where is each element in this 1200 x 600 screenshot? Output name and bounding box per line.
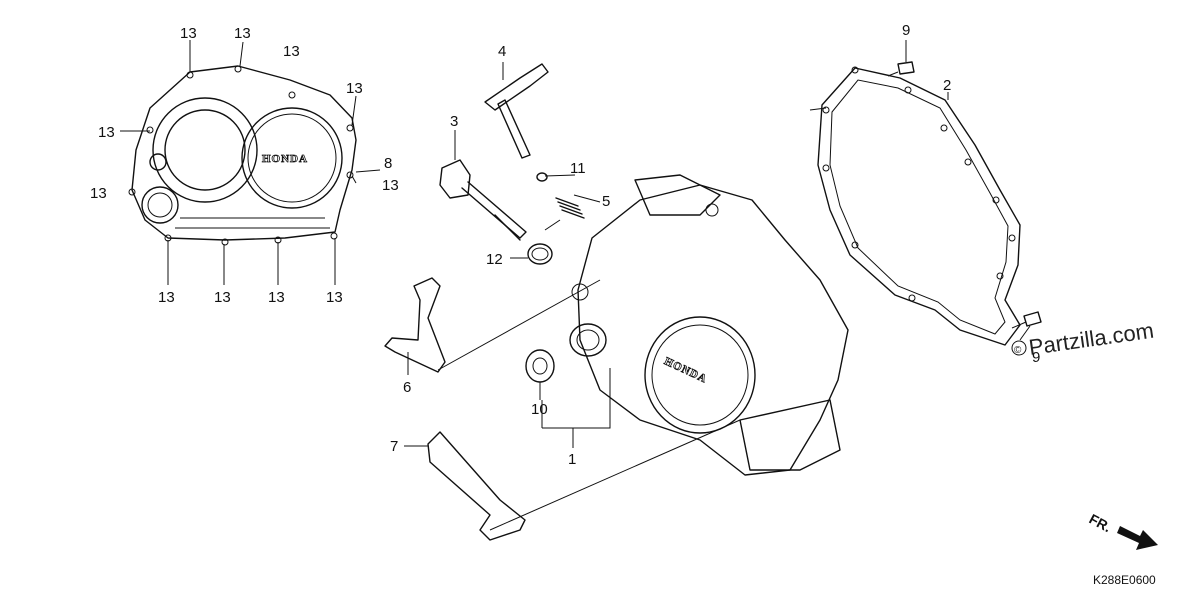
callout-13: 13 — [180, 25, 197, 42]
dowel-pin-upper — [897, 61, 915, 75]
diagram-code: K288E0600 — [1093, 573, 1156, 587]
front-label: FR. — [1087, 511, 1114, 536]
bearing-boss — [569, 323, 607, 357]
bolt-holes — [128, 65, 354, 246]
callout-13: 13 — [214, 289, 231, 306]
callout-8: 8 — [384, 155, 392, 172]
callout-13: 13 — [346, 80, 363, 97]
right-crankcase-cover: HONDA — [571, 174, 849, 476]
spring — [555, 197, 585, 219]
front-arrow-icon — [1117, 526, 1158, 550]
callout-13: 13 — [382, 177, 399, 194]
callout-5: 5 — [602, 193, 610, 210]
callout-7: 7 — [390, 438, 398, 455]
shift-arm — [484, 63, 549, 159]
callout-13: 13 — [283, 43, 300, 60]
callout-3: 3 — [450, 113, 458, 130]
copyright-icon: © — [1014, 345, 1022, 356]
callout-13: 13 — [268, 289, 285, 306]
front-direction-indicator: FR. — [1087, 511, 1158, 550]
outer-clutch-cover: HONDA — [128, 65, 357, 246]
callout-13: 13 — [90, 185, 107, 202]
callout-leaders — [120, 40, 1031, 448]
callout-1: 1 — [568, 451, 576, 468]
oil-seal — [525, 349, 555, 383]
callout-6: 6 — [403, 379, 411, 396]
cover-gasket — [817, 66, 1021, 346]
fitting-lines — [437, 71, 1027, 531]
callout-9: 9 — [1032, 349, 1040, 366]
oil-filler-cap-dipstick — [439, 159, 527, 241]
callout-13: 13 — [158, 289, 175, 306]
watermark-text: Partzilla.com — [1027, 318, 1155, 360]
callout-12: 12 — [486, 251, 503, 268]
callout-2: 2 — [943, 77, 951, 94]
bracket-upper — [384, 277, 446, 373]
honda-logo-outer-cover: HONDA — [262, 153, 308, 165]
honda-logo-main-cover: HONDA — [662, 355, 709, 385]
washer — [536, 172, 548, 182]
callout-13: 13 — [98, 124, 115, 141]
dowel-pin-lower — [1023, 311, 1042, 327]
callout-13: 13 — [326, 289, 343, 306]
callout-4: 4 — [498, 43, 506, 60]
callout-9: 9 — [902, 22, 910, 39]
callout-numbers: 13 13 13 13 13 13 8 13 13 13 13 13 4 3 1… — [90, 22, 1040, 468]
callout-11: 11 — [570, 160, 586, 177]
callout-10: 10 — [531, 401, 548, 418]
bracket-lower — [427, 431, 526, 541]
o-ring — [527, 243, 553, 265]
callout-13: 13 — [234, 25, 251, 42]
